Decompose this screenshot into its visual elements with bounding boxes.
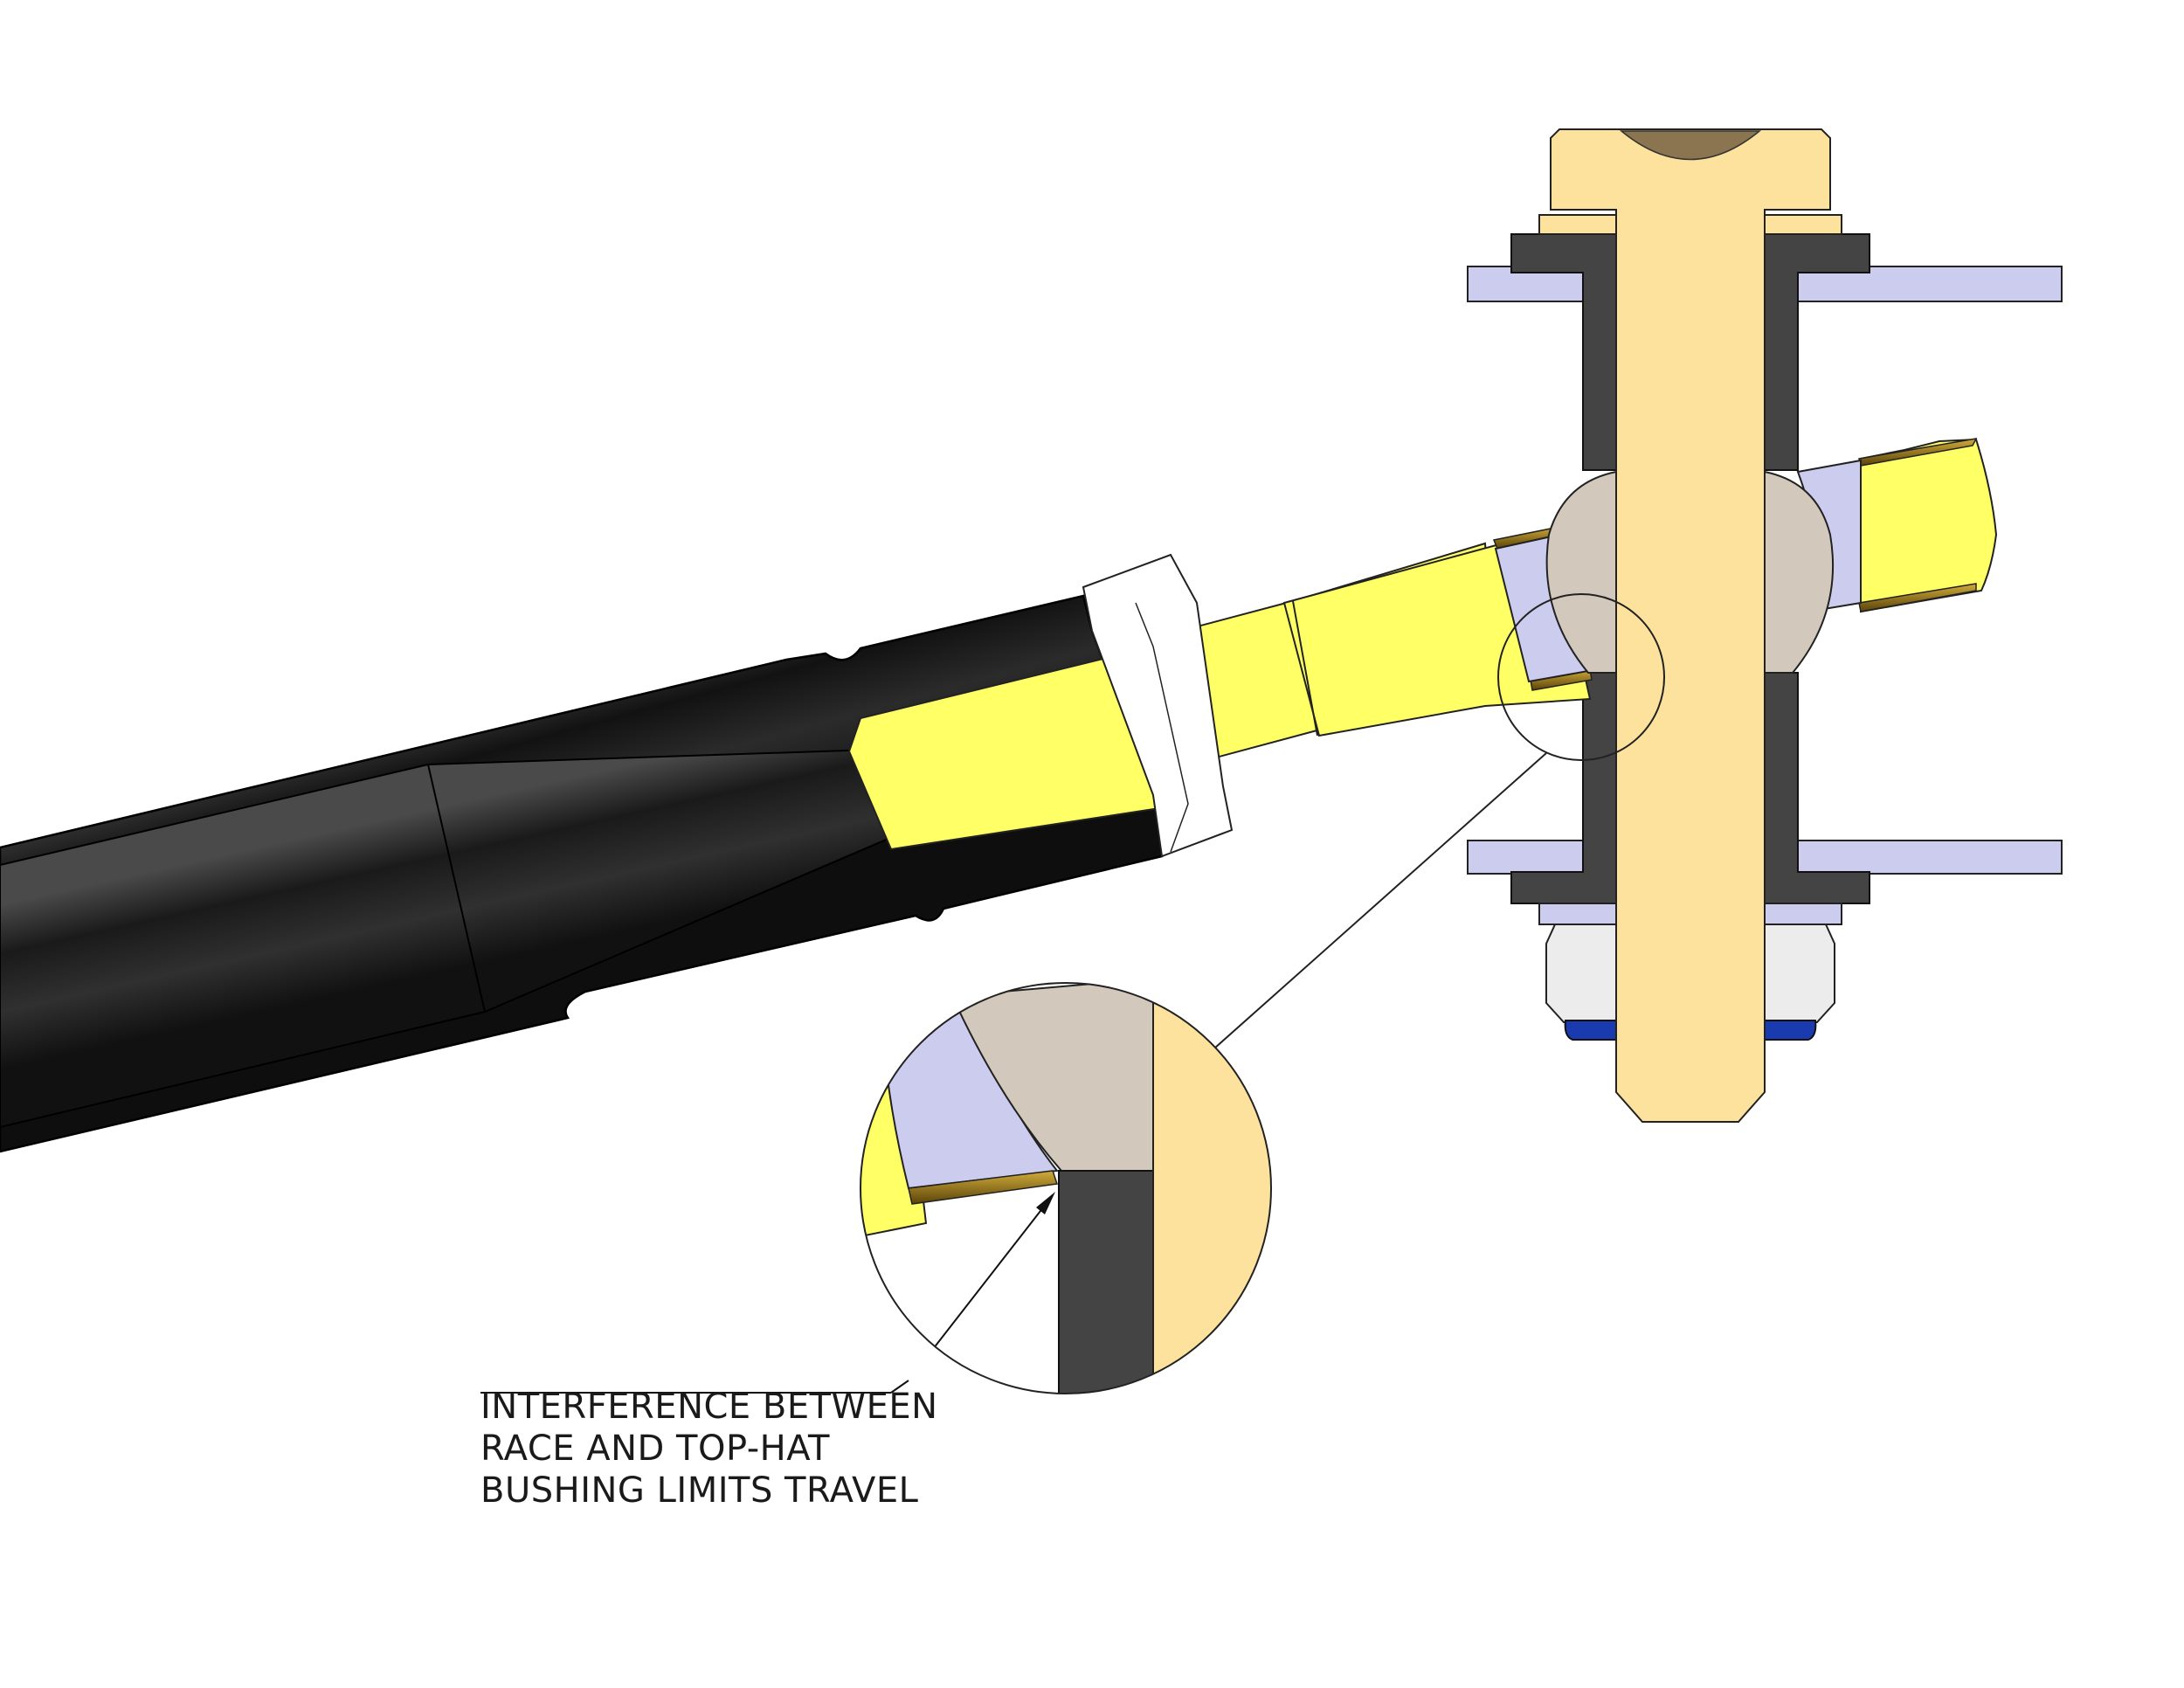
detail-race-bronze [908, 1170, 1058, 1205]
callout-leader-extension [890, 1380, 909, 1394]
nut-right [1764, 924, 1835, 1023]
detail-top-hat-bushing [1058, 1170, 1154, 1394]
detail-leader-line [1213, 752, 1547, 1049]
callout-line-2: RACE AND TOP-HAT [480, 1429, 830, 1469]
upper-top-hat-bushing-right [1764, 233, 1870, 471]
adjuster-tube [0, 553, 1234, 1153]
rod-end-hex-edge [1292, 600, 1318, 737]
tube-step-line [427, 764, 486, 1013]
race-bronze-right-lower [1858, 583, 1977, 612]
detail-bolt [1152, 983, 1271, 1394]
upper-top-hat-bushing-left [1510, 233, 1617, 471]
nylock-insert-left [1564, 1020, 1617, 1041]
bolt-head-hex-socket [1619, 130, 1762, 161]
callout-line-3: BUSHING LIMITS TRAVEL [480, 1470, 919, 1511]
rod-end-eye-right [1860, 438, 1998, 613]
nut-left [1545, 924, 1617, 1023]
lower-washer-right [1764, 903, 1842, 925]
spherical-ball [1545, 470, 1617, 674]
mount-assembly [1467, 128, 2063, 1123]
nylock-insert-right [1764, 1020, 1817, 1041]
lower-washer-left [1538, 903, 1617, 925]
jam-nut-chamfer [1135, 602, 1189, 853]
spherical-ball-right [1764, 470, 1835, 674]
detail-marker-circle [1497, 593, 1665, 761]
jam-nut [1082, 553, 1234, 858]
callout-line-1: INTERFERENCE BETWEEN [480, 1387, 938, 1427]
detail-view-border [860, 982, 1272, 1394]
detail-callout-arrowhead [1036, 1192, 1055, 1214]
detail-view [860, 983, 1271, 1394]
interference-callout: INTERFERENCE BETWEEN RACE AND TOP-HAT BU… [480, 1386, 1005, 1512]
